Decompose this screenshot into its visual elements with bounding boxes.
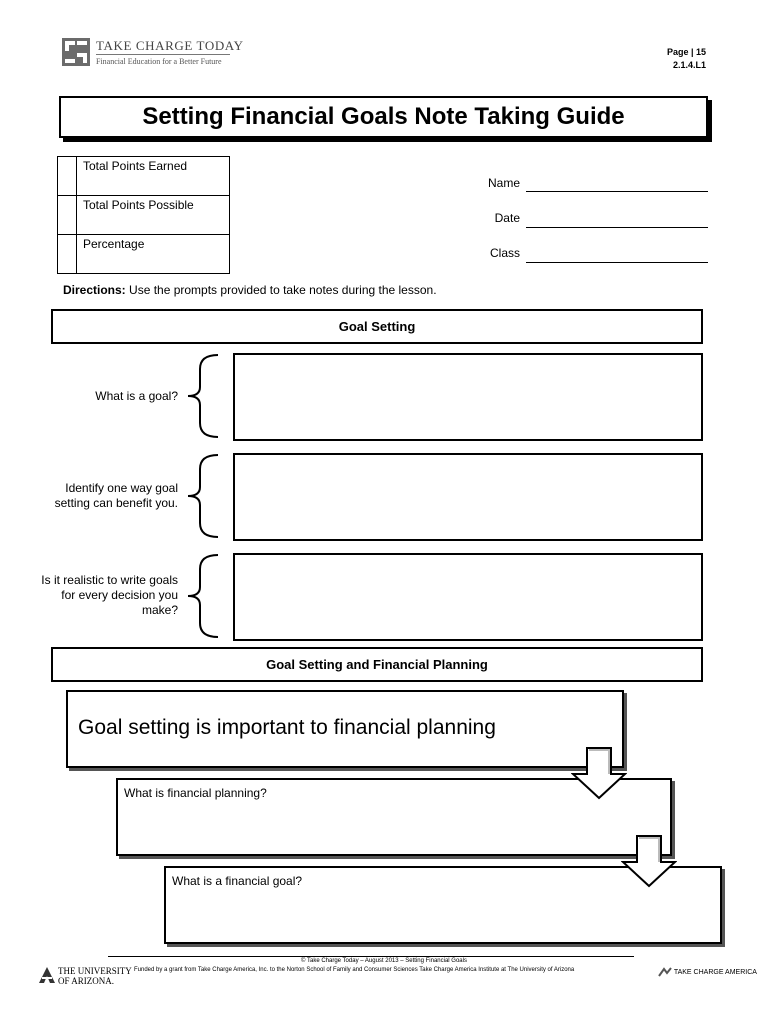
section-goal-setting: Goal Setting bbox=[51, 309, 703, 344]
points-possible-cell[interactable] bbox=[57, 195, 77, 235]
table-row: Total Points Earned bbox=[57, 156, 230, 196]
percentage-label: Percentage bbox=[76, 234, 230, 274]
table-row: Total Points Possible bbox=[57, 195, 230, 235]
arrow-down-icon bbox=[571, 747, 627, 800]
ua-line2: OF ARIZONA. bbox=[58, 976, 115, 986]
financial-goal-question: What is a financial goal? bbox=[172, 874, 303, 888]
financial-planning-question: What is financial planning? bbox=[124, 786, 267, 800]
footer-copyright: © Take Charge Today – August 2013 – Sett… bbox=[301, 958, 467, 964]
arrow-down-icon bbox=[621, 835, 677, 888]
university-of-arizona-wordmark: THE UNIVERSITY OF ARIZONA. bbox=[58, 966, 132, 986]
brace-icon bbox=[187, 554, 219, 638]
date-label: Date bbox=[494, 211, 520, 225]
class-field[interactable] bbox=[526, 262, 708, 263]
points-table: Total Points Earned Total Points Possibl… bbox=[57, 156, 230, 274]
brand-name: TAKE CHARGE TODAY bbox=[96, 38, 244, 53]
percentage-cell[interactable] bbox=[57, 234, 77, 274]
prompt-goal-benefit: Identify one way goal setting can benefi… bbox=[54, 481, 178, 510]
ua-line1: THE UNIVERSITY bbox=[58, 966, 132, 976]
table-row: Percentage bbox=[57, 234, 230, 274]
page-number: Page | 15 2.1.4.L1 bbox=[667, 46, 706, 72]
statement-text: Goal setting is important to financial p… bbox=[78, 716, 496, 739]
points-possible-label: Total Points Possible bbox=[76, 195, 230, 235]
answer-box-realistic[interactable] bbox=[233, 553, 703, 641]
footer-funding: Funded by a grant from Take Charge Ameri… bbox=[134, 967, 575, 973]
points-earned-cell[interactable] bbox=[57, 156, 77, 196]
doc-code: 2.1.4.L1 bbox=[672, 60, 706, 70]
answer-box-benefit[interactable] bbox=[233, 453, 703, 541]
name-field[interactable] bbox=[526, 191, 708, 192]
name-label: Name bbox=[487, 176, 520, 190]
footer-divider bbox=[108, 956, 634, 957]
class-label: Class bbox=[489, 246, 520, 260]
take-charge-today-logo-icon bbox=[62, 38, 90, 66]
take-charge-america-icon bbox=[658, 967, 672, 977]
financial-planning-box[interactable]: What is financial planning? bbox=[116, 778, 672, 856]
financial-goal-box[interactable]: What is a financial goal? bbox=[164, 866, 722, 944]
tca-name: TAKE CHARGE AMERICA bbox=[673, 968, 757, 976]
brand-tagline: Financial Education for a Better Future bbox=[96, 57, 222, 66]
directions-label: Directions: bbox=[63, 283, 126, 297]
page-title: Setting Financial Goals Note Taking Guid… bbox=[59, 96, 708, 138]
brand-divider bbox=[96, 54, 230, 55]
university-of-arizona-logo-icon bbox=[39, 967, 55, 983]
section-goal-setting-financial-planning: Goal Setting and Financial Planning bbox=[51, 647, 703, 682]
answer-box-goal[interactable] bbox=[233, 353, 703, 441]
brace-icon bbox=[187, 354, 219, 438]
directions-text: Use the prompts provided to take notes d… bbox=[125, 283, 437, 297]
prompt-realistic-goals: Is it realistic to write goals for every… bbox=[41, 573, 178, 617]
date-field[interactable] bbox=[526, 227, 708, 228]
points-earned-label: Total Points Earned bbox=[76, 156, 230, 196]
page-label: Page | 15 bbox=[666, 47, 706, 57]
brace-icon bbox=[187, 454, 219, 538]
prompt-what-is-goal: What is a goal? bbox=[95, 389, 178, 403]
take-charge-america-logo: TAKE CHARGE AMERICA bbox=[658, 967, 757, 977]
directions: Directions: Use the prompts provided to … bbox=[63, 283, 437, 297]
statement-box: Goal setting is important to financial p… bbox=[66, 690, 624, 768]
